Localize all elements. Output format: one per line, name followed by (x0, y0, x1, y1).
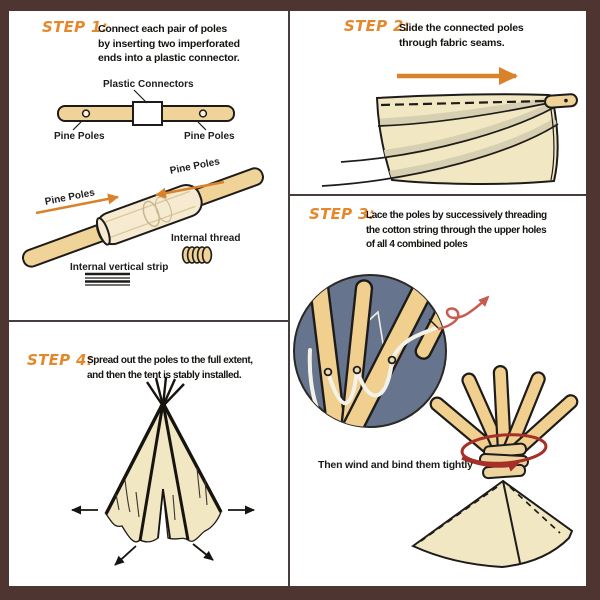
step1-line1: Connect each pair of poles (98, 23, 227, 35)
internal-thread-label: Internal thread (171, 233, 241, 244)
step1-line2: by inserting two imperforated (98, 37, 240, 50)
step4-instructions: Spread out the poles to the full extent,… (87, 354, 253, 383)
step1-panel (9, 11, 290, 322)
pine-poles-label-left: Pine Poles (54, 131, 105, 142)
step3-instructions: Lace the poles by successively threading… (366, 209, 547, 253)
step4-heading: STEP 4: (27, 351, 94, 369)
step3-line2: the cotton string through the upper hole… (366, 224, 547, 236)
internal-vertical-strip-label: Internal vertical strip (70, 262, 169, 273)
pine-poles-label-right: Pine Poles (184, 131, 235, 142)
step1-heading: STEP 1: (42, 18, 109, 36)
step4-line1: Spread out the poles to the full extent, (87, 355, 253, 366)
step2-line2: through fabric seams. (399, 36, 505, 49)
step2-instructions: Slide the connected poles through fabric… (399, 21, 524, 50)
step3-heading: STEP 3: (309, 205, 376, 223)
step4-line2: and then the tent is stably installed. (87, 369, 242, 381)
step1-line3: ends into a plastic connector. (98, 52, 240, 64)
step2-line1: Slide the connected poles (399, 22, 524, 34)
step3-line3: of all 4 combined poles (366, 239, 468, 250)
wind-bind-note: Then wind and bind them tightly (318, 459, 473, 471)
step1-instructions: Connect each pair of poles by inserting … (98, 22, 240, 66)
plastic-connectors-label: Plastic Connectors (103, 79, 194, 90)
step3-panel (290, 196, 586, 586)
step3-line1: Lace the poles by successively threading (366, 210, 547, 221)
step2-heading: STEP 2: (344, 17, 411, 35)
